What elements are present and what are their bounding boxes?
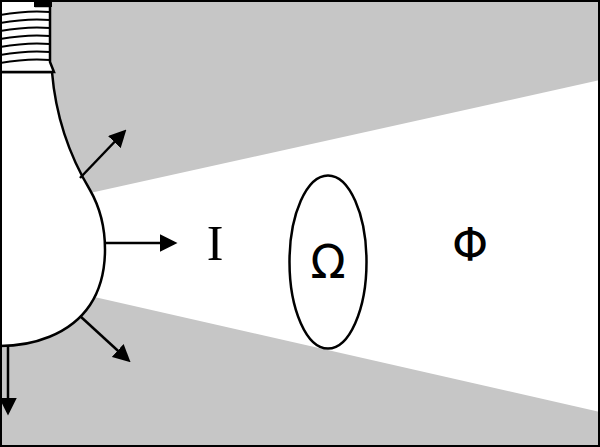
- symbol-text: Ω: [310, 235, 345, 289]
- ray-arrow: [106, 242, 174, 245]
- bulb-base: [0, 0, 54, 72]
- intensity-symbol: I: [207, 214, 224, 272]
- thread-stroke: [0, 27, 50, 31]
- thread-stroke: [0, 51, 50, 55]
- thread-stroke: [0, 35, 50, 39]
- thread-stroke: [0, 59, 50, 63]
- ellipse-node: Ω: [288, 174, 368, 350]
- ellipse-shape: [290, 176, 367, 349]
- ray-arrow: [7, 346, 10, 412]
- screw-threads: [0, 11, 50, 63]
- light-beam: [90, 80, 600, 412]
- thread-stroke: [0, 11, 50, 15]
- bulb-glass: [0, 72, 105, 346]
- ray-arrow: [80, 132, 124, 178]
- ray-arrow: [80, 316, 128, 360]
- thread-stroke: [0, 43, 50, 47]
- flux-symbol: Φ: [452, 218, 488, 272]
- thread-stroke: [0, 19, 50, 23]
